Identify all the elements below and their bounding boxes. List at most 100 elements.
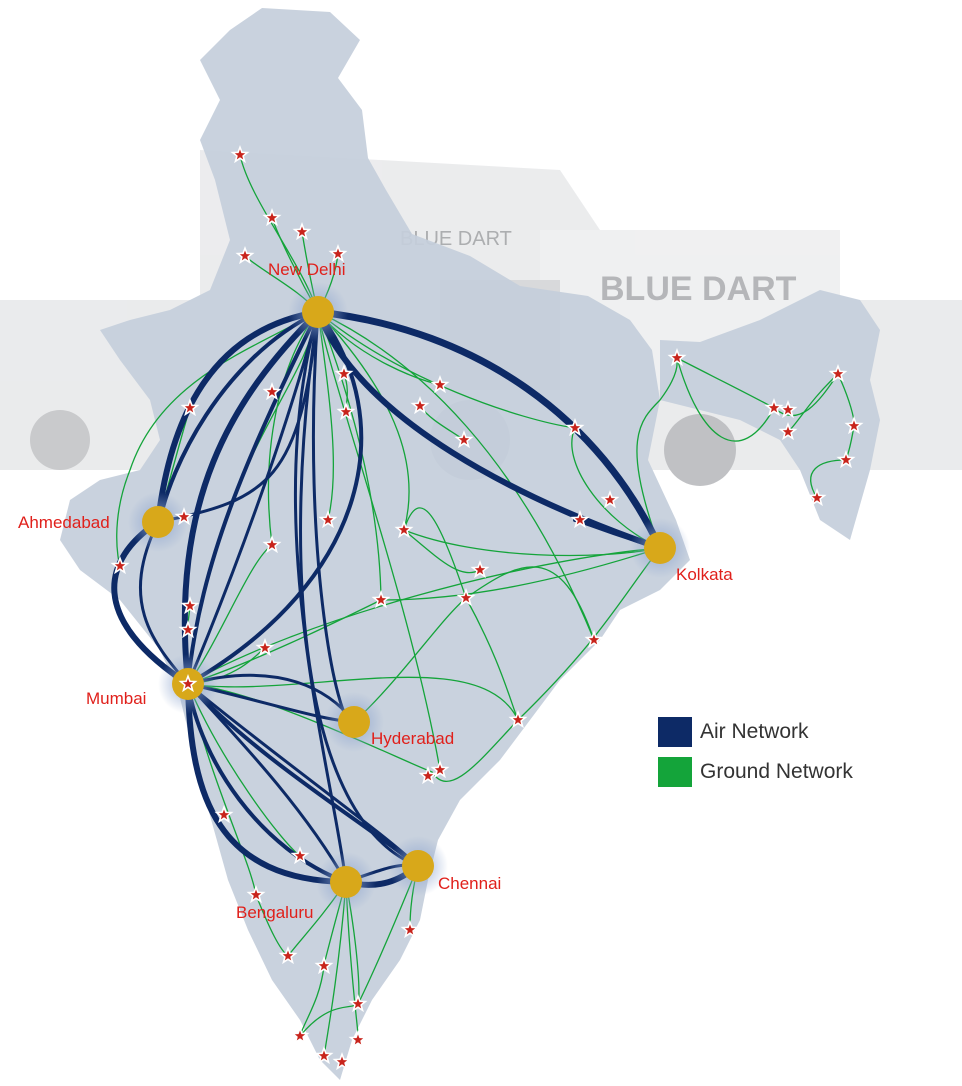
location-star-core (184, 600, 196, 611)
hub-label-mumbai: Mumbai (86, 689, 147, 708)
location-star-core (282, 950, 294, 961)
hub-label-ahmedabad: Ahmedabad (18, 513, 110, 532)
location-star-core (182, 624, 194, 635)
location-star-core (434, 764, 446, 775)
hub-marker-hyderabad (338, 706, 370, 738)
location-star-core (182, 678, 194, 689)
location-star-core (322, 514, 334, 525)
location-star-core (434, 379, 446, 390)
hub-marker-ahmedabad (142, 506, 174, 538)
location-star-core (604, 494, 616, 505)
map-legend: Air Network Ground Network (658, 712, 853, 792)
legend-item-air: Air Network (658, 712, 853, 752)
location-star-core (239, 250, 251, 261)
location-star-core (352, 1034, 364, 1045)
location-star-core (332, 248, 344, 259)
location-star-core (184, 402, 196, 413)
location-star-core (848, 420, 860, 431)
hub-marker-bengaluru (330, 866, 362, 898)
location-star-core (460, 592, 472, 603)
location-star-core (414, 400, 426, 411)
location-star-core (294, 1030, 306, 1041)
location-star-core (574, 514, 586, 525)
ground-route (465, 597, 519, 721)
location-star-core (218, 809, 230, 820)
air-route (314, 308, 664, 552)
location-star-core (458, 434, 470, 445)
service-locations (110, 145, 864, 1071)
ground-route (773, 373, 839, 417)
ground-route (187, 676, 519, 721)
location-star-core (375, 594, 387, 605)
air-network (111, 308, 664, 888)
air-route (185, 681, 349, 885)
hub-marker-chennai (402, 850, 434, 882)
location-star-core (404, 924, 416, 935)
location-star-core (782, 426, 794, 437)
location-star-core (840, 454, 852, 465)
air-route (186, 682, 348, 884)
legend-label-air: Air Network (700, 720, 809, 743)
location-star-core (266, 212, 278, 223)
hub-label-kolkata: Kolkata (676, 565, 733, 584)
location-star-core (832, 368, 844, 379)
hub-label-chennai: Chennai (438, 874, 502, 893)
background-sign: BLUE DART (600, 270, 797, 308)
location-star-core (569, 422, 581, 433)
hub-marker-delhi (302, 296, 334, 328)
legend-item-ground: Ground Network (658, 752, 853, 792)
ground-network-swatch (658, 757, 692, 787)
location-star-core (259, 642, 271, 653)
ground-route (431, 719, 519, 782)
ground-route (317, 311, 335, 521)
ground-route (403, 507, 467, 599)
location-star-core (588, 634, 600, 645)
location-star-core (296, 226, 308, 237)
ground-route (465, 566, 595, 641)
location-star-core (811, 492, 823, 503)
ground-route (317, 311, 576, 429)
air-route (186, 310, 320, 686)
location-star-core (398, 524, 410, 535)
location-star-core (234, 149, 246, 160)
location-star-core (318, 1050, 330, 1061)
air-route (186, 682, 420, 868)
air-route (186, 310, 364, 686)
ground-route (317, 311, 382, 601)
location-star-core (250, 889, 262, 900)
location-star-core (318, 960, 330, 971)
ground-route (787, 373, 839, 433)
ground-route (810, 459, 847, 499)
ground-route (317, 311, 410, 531)
ground-route (187, 547, 661, 685)
ground-route (116, 311, 319, 567)
location-star-core (338, 368, 350, 379)
ground-route (380, 547, 661, 601)
location-star-core (422, 770, 434, 781)
ground-route (317, 311, 595, 641)
location-star-core (352, 998, 364, 1009)
location-star-core (474, 564, 486, 575)
ground-route (403, 529, 481, 574)
air-route (156, 310, 320, 524)
location-star-core (114, 560, 126, 571)
hub-label-hyderabad: Hyderabad (371, 729, 455, 748)
location-star-core (266, 386, 278, 397)
hub-label-delhi: New Delhi (268, 260, 346, 279)
hub-label-bengaluru: Bengaluru (236, 903, 314, 922)
air-route (181, 309, 321, 687)
location-star-core (512, 714, 524, 725)
ground-route (676, 357, 775, 442)
ground-route (317, 311, 441, 771)
location-star-core (294, 850, 306, 861)
location-star-core (782, 404, 794, 415)
legend-label-ground: Ground Network (700, 760, 853, 783)
location-star-core (266, 539, 278, 550)
air-network-swatch (658, 717, 692, 747)
location-star-core (768, 402, 780, 413)
location-star-core (336, 1056, 348, 1067)
location-star-core (340, 406, 352, 417)
air-route (155, 309, 321, 525)
ground-route (187, 683, 301, 857)
